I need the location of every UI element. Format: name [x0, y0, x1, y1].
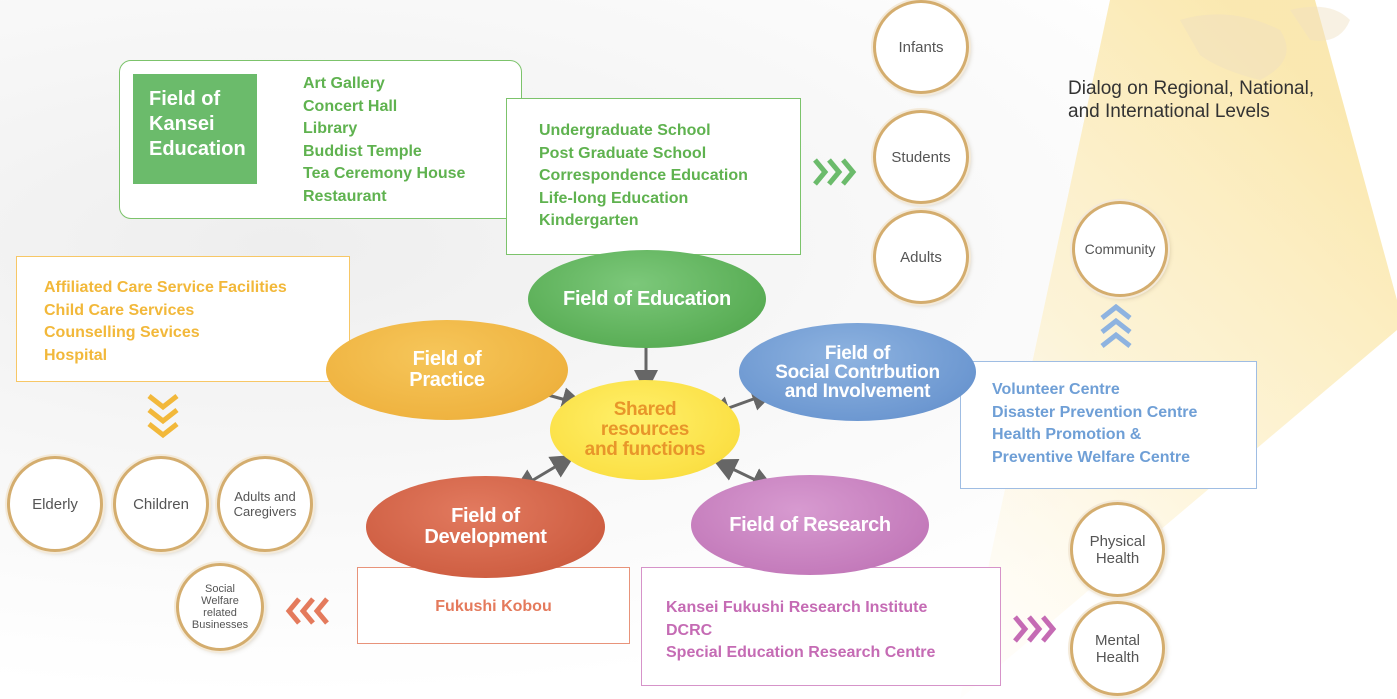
- chevron-right-icon-research: [1013, 615, 1057, 643]
- practice-service-list: Affiliated Care Service Facilities Child…: [44, 277, 287, 367]
- list-item: DCRC: [666, 621, 713, 639]
- list-item: Kansei Fukushi Research Institute: [666, 599, 928, 616]
- field-social-node: Field of Social Contrbution and Involvem…: [739, 323, 976, 421]
- kansei-education-box: Field of Kansei Education Art Gallery Co…: [119, 60, 522, 219]
- target-infants: Infants: [873, 0, 969, 94]
- target-label: Adults and Caregivers: [233, 489, 297, 519]
- social-centres-box: Volunteer Centre Disaster Prevention Cen…: [960, 361, 1257, 489]
- development-item: Fukushi Kobou: [435, 598, 552, 615]
- target-elderly: Elderly: [7, 456, 103, 552]
- list-item: Correspondence Education: [539, 167, 748, 184]
- list-item: Special Education Research Centre: [666, 644, 936, 661]
- field-research-node: Field of Research: [691, 475, 929, 575]
- target-label: Elderly: [32, 495, 78, 513]
- kansei-label-line: Kansei: [149, 113, 215, 135]
- target-label: Adults: [900, 248, 942, 266]
- list-item: Art Gallery: [303, 75, 385, 92]
- target-adults-caregivers: Adults and Caregivers: [217, 456, 313, 552]
- field-research-label: Field of Research: [729, 513, 891, 536]
- chevron-down-icon: [147, 394, 179, 439]
- field-development-label: Field of Development: [424, 505, 547, 548]
- field-education-node: Field of Education: [528, 250, 766, 348]
- dialog-line: and International Levels: [1068, 101, 1270, 122]
- list-item: Affiliated Care Service Facilities: [44, 279, 287, 296]
- list-item: Child Care Services: [44, 301, 195, 319]
- social-centre-list: Volunteer Centre Disaster Prevention Cen…: [992, 379, 1197, 469]
- target-physical-health: Physical Health: [1070, 502, 1165, 597]
- list-item: Library: [303, 120, 358, 137]
- list-item: Buddist Temple: [303, 142, 422, 160]
- target-label: Community: [1084, 240, 1156, 257]
- target-label: Infants: [898, 38, 944, 56]
- target-social-welfare-businesses: Social Welfare related Businesses: [176, 563, 264, 651]
- list-item: Health Promotion &: [992, 426, 1142, 443]
- list-item: Volunteer Centre: [992, 381, 1120, 398]
- chevron-right-icon: [813, 158, 857, 186]
- list-item: Life-long Education: [539, 189, 689, 207]
- practice-services-box: Affiliated Care Service Facilities Child…: [16, 256, 350, 382]
- list-item: Tea Ceremony House: [303, 165, 466, 182]
- chevron-up-icon: [1100, 304, 1132, 348]
- kansei-education-label: Field of Kansei Education: [133, 74, 257, 184]
- list-item: Hospital: [44, 346, 108, 364]
- research-institute-list: Kansei Fukushi Research Institute DCRC S…: [666, 597, 935, 665]
- list-item: Counselling Sevices: [44, 324, 200, 341]
- target-mental-health: Mental Health: [1070, 601, 1165, 696]
- dialog-line: Dialog on Regional, National,: [1068, 78, 1315, 99]
- education-programs-box: Undergraduate School Post Graduate Schoo…: [506, 98, 801, 255]
- list-item: Preventive Welfare Centre: [992, 448, 1191, 466]
- target-label: Physical Health: [1089, 532, 1146, 567]
- target-label: Mental Health: [1094, 631, 1141, 666]
- research-institutes-box: Kansei Fukushi Research Institute DCRC S…: [641, 567, 1001, 686]
- kansei-label-line: Education: [149, 138, 246, 160]
- field-practice-node: Field of Practice: [326, 320, 568, 420]
- kansei-facility-list: Art Gallery Concert Hall Library Buddist…: [303, 73, 465, 208]
- dialog-caption: Dialog on Regional, National, and Intern…: [1068, 77, 1388, 123]
- shared-resources-label: Shared resources and functions: [584, 399, 706, 460]
- target-children: Children: [113, 456, 209, 552]
- field-education-label: Field of Education: [563, 287, 731, 310]
- list-item: Restaurant: [303, 187, 387, 205]
- target-label: Students: [891, 148, 951, 166]
- target-label: Social Welfare related Businesses: [191, 583, 249, 631]
- target-community: Community: [1072, 201, 1168, 297]
- development-box: Fukushi Kobou: [357, 567, 630, 644]
- list-item: Post Graduate School: [539, 144, 707, 162]
- field-practice-label: Field of Practice: [409, 348, 485, 391]
- target-students: Students: [873, 110, 969, 204]
- education-program-list: Undergraduate School Post Graduate Schoo…: [539, 120, 748, 233]
- list-item: Undergraduate School: [539, 122, 711, 139]
- target-adults: Adults: [873, 210, 969, 304]
- list-item: Concert Hall: [303, 97, 398, 115]
- list-item: Disaster Prevention Centre: [992, 403, 1198, 421]
- field-social-label: Field of Social Contrbution and Involvem…: [775, 342, 940, 402]
- kansei-label-line: Field of: [149, 88, 221, 110]
- field-development-node: Field of Development: [366, 476, 605, 578]
- shared-resources-node: Shared resources and functions: [550, 380, 740, 480]
- target-label: Children: [133, 495, 189, 513]
- list-item: Kindergarten: [539, 212, 639, 229]
- chevron-left-icon: [285, 597, 329, 625]
